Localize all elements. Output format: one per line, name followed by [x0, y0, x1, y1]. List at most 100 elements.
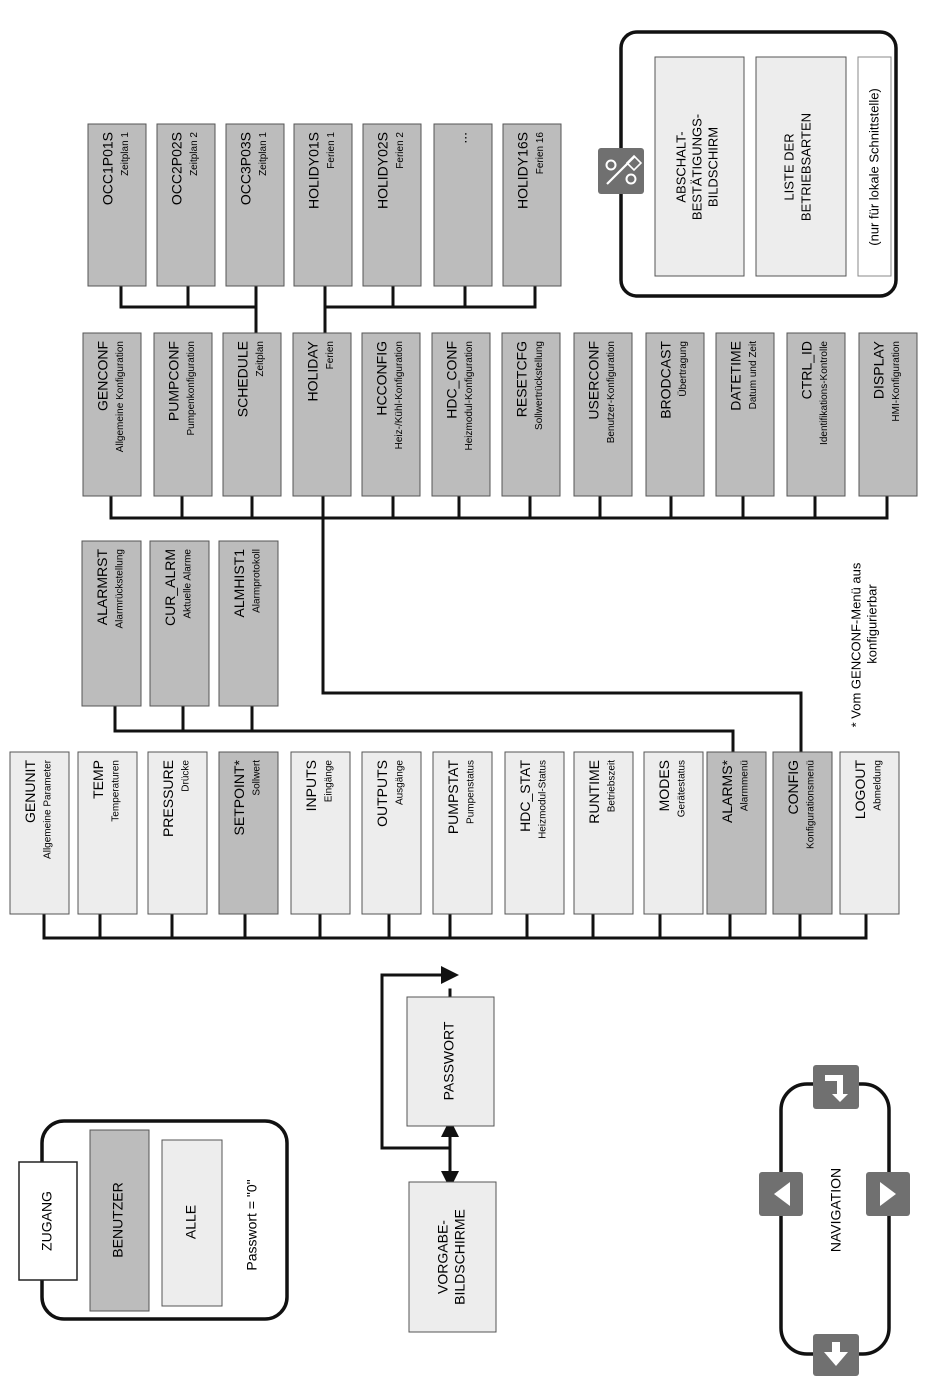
menu-title-pumpconf: PUMPCONF: [166, 341, 182, 421]
menu-title-hcconfig: HCCONFIG: [374, 341, 390, 416]
menu-subtitle-schedule: Zeitplan: [255, 341, 266, 377]
shutdown-confirm-line2: BESTÄTIGUNGS-: [689, 114, 704, 220]
menu-subtitle-resetcfg: Sollwertrückstellung: [534, 341, 545, 430]
mode-list-line1: LISTE DER: [781, 133, 796, 200]
menu-item-genunit[interactable]: GENUNIT Allgemeine Parameter: [9, 751, 70, 915]
menu-subtitle-genunit: Allgemeine Parameter: [42, 759, 53, 859]
menu-subtitle-genconf: Allgemeine Konfiguration: [115, 341, 126, 452]
menu-subtitle-holiday: Ferien: [325, 341, 336, 369]
menu-box-occ2p02s: [156, 123, 216, 287]
menu-item-setpoint[interactable]: SETPOINT*Sollwert: [218, 751, 279, 915]
menu-box-display: [858, 332, 918, 497]
default-screens-box[interactable]: VORGABE- BILDSCHIRME: [408, 1181, 497, 1333]
navigation-legend: NAVIGATION: [759, 1065, 910, 1376]
menu-title-holidy16s: HOLIDY16S: [515, 132, 531, 209]
menu-subtitle-datetime: Datum und Zeit: [748, 341, 759, 410]
menu-item-holidy-more[interactable]: ...: [433, 123, 493, 287]
menu-title-genconf: GENCONF: [95, 341, 111, 411]
menu-subtitle-occ1p01s: Zeitplan 1: [120, 132, 131, 176]
footnote-line2: konfigurierbar: [864, 584, 879, 664]
menu-title-display: DISPLAY: [871, 340, 887, 399]
menu-subtitle-occ2p02s: Zeitplan 2: [189, 132, 200, 176]
menu-item-userconf[interactable]: USERCONF Benutzer-Konfiguration: [573, 332, 633, 497]
menu-item-schedule[interactable]: SCHEDULE Zeitplan: [222, 332, 282, 497]
menu-subtitle-setpoint: Sollwert: [251, 760, 262, 796]
menu-subtitle-userconf: Benutzer-Konfiguration: [606, 341, 617, 443]
back-arrow-icon[interactable]: [759, 1172, 803, 1216]
menu-item-modes[interactable]: MODES Gerätestatus: [643, 751, 704, 915]
menu-title-temp: TEMP: [90, 760, 106, 799]
menu-box-pressure: [147, 751, 208, 915]
menu-subtitle-temp: Temperaturen: [110, 760, 121, 822]
menu-title-holidy02s: HOLIDY02S: [375, 132, 391, 209]
menu-subtitle-pumpconf: Pumpenkonfiguration: [186, 341, 197, 436]
menu-box-hcconfig: [361, 332, 421, 497]
menu-subtitle-modes: Gerätestatus: [676, 760, 687, 817]
connector-lines: [42, 284, 889, 1189]
menu-title-alarmrst: ALARMRST: [94, 549, 110, 626]
local-interface-note: (nur für lokale Schnittstelle): [866, 88, 881, 246]
default-screens-line1: VORGABE-: [435, 1220, 451, 1294]
menu-subtitle-alarms: Alarmmenü: [739, 760, 750, 811]
menu-title-userconf: USERCONF: [586, 341, 602, 420]
menu-box-modes: [643, 751, 704, 915]
menu-item-genconf[interactable]: GENCONF Allgemeine Konfiguration: [82, 332, 142, 497]
menu-subtitle-config: Konfigurationsmenü: [805, 760, 816, 849]
menu-box-userconf: [573, 332, 633, 497]
menu-subtitle-inputs: Eingänge: [323, 760, 334, 803]
menu-subtitle-runtime: Betriebszeit: [606, 760, 617, 812]
menu-box-runtime: [573, 751, 634, 915]
menu-item-alarms[interactable]: ALARMS*Alarmmenü: [706, 751, 767, 915]
menu-title-modes: MODES: [656, 760, 672, 811]
menu-subtitle-cur-alrm: Aktuelle Alarme: [182, 549, 193, 619]
down-arrow-icon[interactable]: [813, 1334, 859, 1376]
password-box[interactable]: PASSWORT: [406, 996, 495, 1127]
start-stop-icon[interactable]: [598, 148, 644, 194]
menu-title-schedule: SCHEDULE: [235, 341, 251, 417]
menu-subtitle-hcconfig: Heiz-/Kühl-Konfiguration: [394, 341, 405, 449]
enter-icon[interactable]: [813, 1065, 859, 1109]
navigation-label: NAVIGATION: [828, 1168, 844, 1252]
shutdown-confirm-line3: BILDSCHIRM: [705, 127, 720, 207]
access-password-note: Passwort = "0": [244, 1179, 260, 1270]
menu-title-genunit: GENUNIT: [22, 760, 38, 823]
forward-arrow-icon[interactable]: [866, 1172, 910, 1216]
mode-list-line2: BETRIEBSARTEN: [798, 113, 813, 221]
menu-title-brodcast: BRODCAST: [658, 341, 674, 419]
menu-item-hcconfig[interactable]: HCCONFIG Heiz-/Kühl-Konfiguration: [361, 332, 421, 497]
default-screens-line2: BILDSCHIRME: [452, 1209, 468, 1305]
menu-box-occ3p03s: [225, 123, 285, 287]
password-label: PASSWORT: [441, 1021, 457, 1100]
menu-box-cur-alrm: [149, 540, 210, 707]
menu-box-holidy02s: [362, 123, 422, 287]
menu-item-temp[interactable]: TEMP Temperaturen: [77, 751, 138, 915]
menu-item-pumpconf[interactable]: PUMPCONF Pumpenkonfiguration: [153, 332, 213, 497]
